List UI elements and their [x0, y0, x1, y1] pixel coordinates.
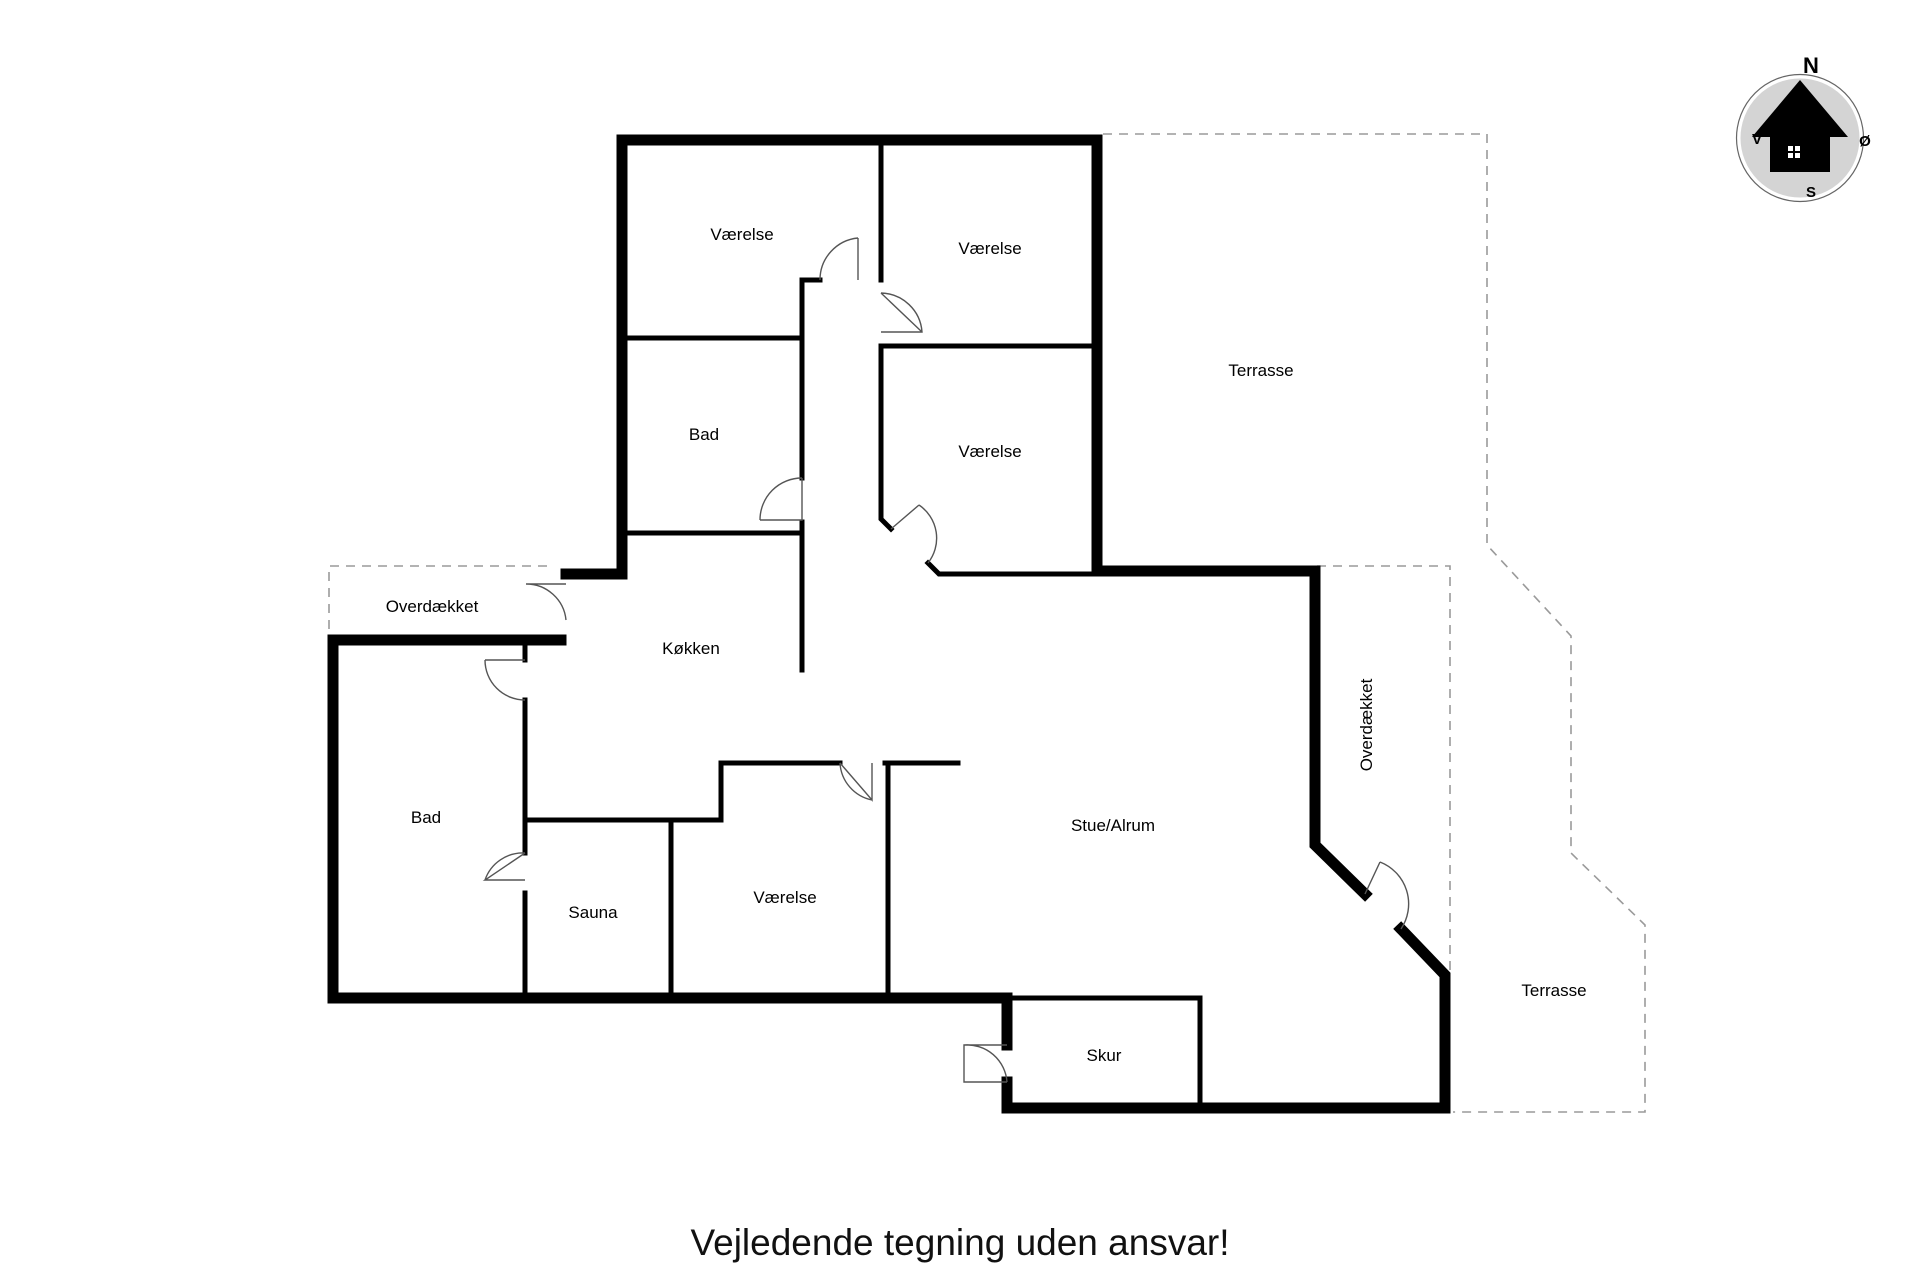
interior-walls: [522, 142, 1203, 1106]
wall-bad-south: [625, 519, 805, 536]
wall-sauna-north: [522, 760, 843, 823]
door-vaerelse-3: [890, 504, 938, 564]
room-label-sauna: Sauna: [568, 903, 618, 922]
window-icon: [1795, 153, 1800, 158]
wall-vaerelse3-south: [924, 559, 1095, 577]
exterior-wall-south-west: [327, 634, 1013, 1051]
door-bad-1: [759, 477, 803, 521]
outdoor-areas: [328, 133, 1646, 1113]
room-label-vaerelse-2: Værelse: [958, 239, 1021, 258]
house-arrow-icon: [1752, 80, 1848, 172]
room-label-vaerelse-4: Værelse: [753, 888, 816, 907]
covered-outline-west: [328, 565, 553, 645]
window-icon: [1795, 146, 1800, 151]
door-overdaekket-west: [525, 583, 567, 621]
compass-ring: [1735, 73, 1865, 203]
compass-west: V: [1752, 131, 1762, 148]
exterior-wall-east: [1001, 921, 1451, 1114]
room-label-skur: Skur: [1087, 1046, 1122, 1065]
exterior-wall-north-wing: [560, 134, 1373, 902]
room-label-overdaekket-2: Overdækket: [1357, 678, 1376, 771]
door-bad-2-lower: [482, 852, 526, 881]
room-label-bad-1: Bad: [689, 425, 719, 444]
room-label-koekken: Køkken: [662, 639, 720, 658]
door-vaerelse-4: [839, 762, 873, 802]
door-stue-east: [1364, 861, 1410, 930]
door-vaerelse-1: [819, 237, 859, 281]
disclaimer-text: Vejledende tegning uden ansvar!: [690, 1222, 1230, 1263]
window-icon: [1788, 146, 1793, 151]
room-label-stue: Stue/Alrum: [1071, 816, 1155, 835]
compass-south: S: [1806, 184, 1816, 201]
door-skur: [963, 1044, 1008, 1083]
room-label-bad-2: Bad: [411, 808, 441, 827]
room-label-terrasse-1: Terrasse: [1228, 361, 1293, 380]
room-label-vaerelse-1: Værelse: [710, 225, 773, 244]
terrace-outline-north-east: [1103, 133, 1646, 1113]
room-label-overdaekket-1: Overdækket: [386, 597, 479, 616]
wall-corridor-right-lower: [878, 343, 895, 533]
compass-north: N: [1803, 53, 1819, 78]
exterior-walls: [327, 134, 1451, 1114]
covered-outline-east: [1317, 565, 1451, 975]
door-bad-2-upper: [484, 659, 526, 701]
room-labels: Værelse Værelse Bad Værelse Terrasse Ove…: [386, 225, 1587, 1065]
window-icon: [1788, 153, 1793, 158]
room-label-terrasse-2: Terrasse: [1521, 981, 1586, 1000]
wall-corridor-left: [799, 277, 823, 481]
wall-skur-north: [1009, 995, 1203, 1106]
compass-east: Ø: [1859, 133, 1871, 150]
compass: N S V Ø: [1735, 53, 1871, 203]
doors: [482, 237, 1410, 1083]
door-vaerelse-2: [880, 292, 923, 333]
room-label-vaerelse-3: Værelse: [958, 442, 1021, 461]
